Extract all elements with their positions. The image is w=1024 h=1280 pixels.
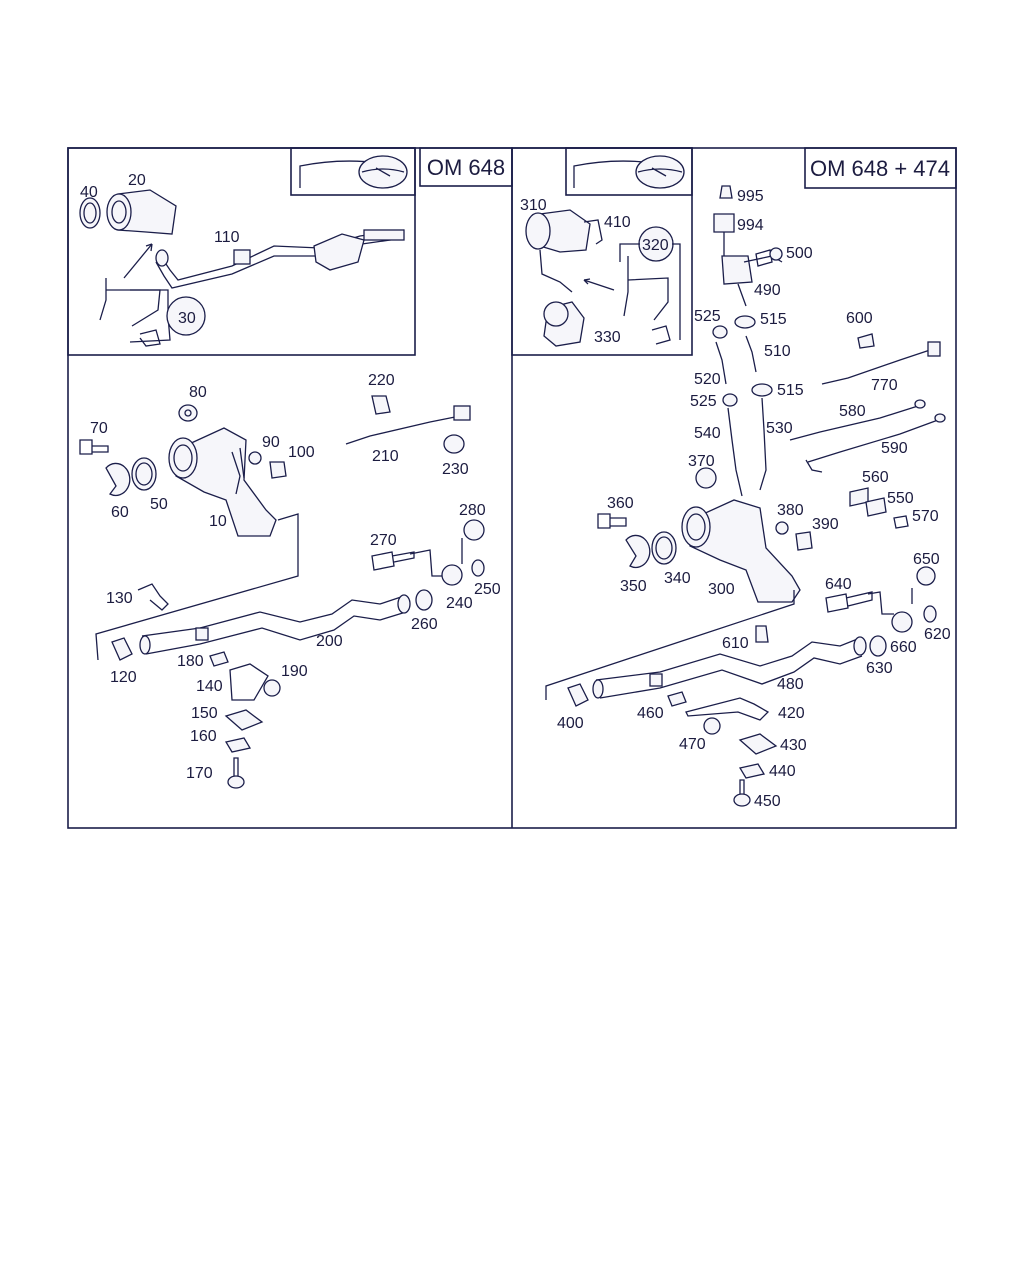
callout-515-bottom: 515 <box>777 382 804 399</box>
callout-994: 994 <box>737 217 764 234</box>
callout-620: 620 <box>924 626 951 643</box>
callout-110: 110 <box>214 229 240 246</box>
callout-70: 70 <box>90 420 108 437</box>
callout-580: 580 <box>839 403 866 420</box>
callout-490: 490 <box>754 282 781 299</box>
right-panel-parts <box>525 185 946 807</box>
callout-80: 80 <box>189 384 207 401</box>
callout-660: 660 <box>890 639 917 656</box>
callout-30: 30 <box>178 310 196 327</box>
callout-190: 190 <box>281 663 308 680</box>
callout-770: 770 <box>871 377 898 394</box>
callout-520: 520 <box>694 371 721 388</box>
callout-570: 570 <box>912 508 939 525</box>
callout-510: 510 <box>764 343 791 360</box>
callout-120: 120 <box>110 669 137 686</box>
callout-610: 610 <box>722 635 749 652</box>
callout-250: 250 <box>474 581 501 598</box>
callout-220: 220 <box>368 372 395 389</box>
engine-box-right <box>804 147 957 189</box>
callout-labels: 10 20 30 40 50 60 70 80 90 100 110 120 1… <box>80 172 951 810</box>
callout-20: 20 <box>128 172 146 189</box>
engine-label-left: OM 648 <box>427 155 505 180</box>
callout-630: 630 <box>866 660 893 677</box>
callout-320: 320 <box>642 237 669 254</box>
callout-600: 600 <box>846 310 873 327</box>
callout-160: 160 <box>190 728 217 745</box>
callout-280: 280 <box>459 502 486 519</box>
engine-box-left <box>419 147 513 187</box>
callout-260: 260 <box>411 616 438 633</box>
callout-240: 240 <box>446 595 473 612</box>
callout-515-top: 515 <box>760 311 787 328</box>
callout-995: 995 <box>737 188 764 205</box>
callout-390: 390 <box>812 516 839 533</box>
callout-560: 560 <box>862 469 889 486</box>
callout-450: 450 <box>754 793 781 810</box>
callout-440: 440 <box>769 763 796 780</box>
callout-380: 380 <box>777 502 804 519</box>
callout-530: 530 <box>766 420 793 437</box>
callout-590: 590 <box>881 440 908 457</box>
callout-310: 310 <box>520 197 547 214</box>
callout-340: 340 <box>664 570 691 587</box>
callout-100: 100 <box>288 444 315 461</box>
callout-500: 500 <box>786 245 813 262</box>
left-panel-parts <box>79 189 485 789</box>
callout-170: 170 <box>186 765 213 782</box>
callout-90: 90 <box>262 434 280 451</box>
callout-140: 140 <box>196 678 223 695</box>
callout-270: 270 <box>370 532 397 549</box>
callout-130: 130 <box>106 590 133 607</box>
callout-640: 640 <box>825 576 852 593</box>
callout-650: 650 <box>913 551 940 568</box>
callout-400: 400 <box>557 715 584 732</box>
callout-60: 60 <box>111 504 129 521</box>
callout-480: 480 <box>777 676 804 693</box>
callout-410: 410 <box>604 214 631 231</box>
callout-540: 540 <box>694 425 721 442</box>
callout-470: 470 <box>679 736 706 753</box>
callout-150: 150 <box>191 705 218 722</box>
steering-wheel-icon <box>565 147 693 196</box>
steering-wheel-icon <box>290 147 416 196</box>
callout-370: 370 <box>688 453 715 470</box>
callout-350: 350 <box>620 578 647 595</box>
callout-420: 420 <box>778 705 805 722</box>
callout-230: 230 <box>442 461 469 478</box>
callout-330: 330 <box>594 329 621 346</box>
engine-label-right: OM 648 + 474 <box>810 156 950 181</box>
callout-180: 180 <box>177 653 204 670</box>
callout-300: 300 <box>708 581 735 598</box>
callout-550: 550 <box>887 490 914 507</box>
callout-430: 430 <box>780 737 807 754</box>
left-inset-box <box>67 147 416 356</box>
callout-10: 10 <box>209 513 227 530</box>
callout-360: 360 <box>607 495 634 512</box>
callout-40: 40 <box>80 184 98 201</box>
callout-210: 210 <box>372 448 399 465</box>
callout-200: 200 <box>316 633 343 650</box>
callout-50: 50 <box>150 496 168 513</box>
callout-525-top: 525 <box>694 308 721 325</box>
callout-525-bottom: 525 <box>690 393 717 410</box>
callout-460: 460 <box>637 705 664 722</box>
